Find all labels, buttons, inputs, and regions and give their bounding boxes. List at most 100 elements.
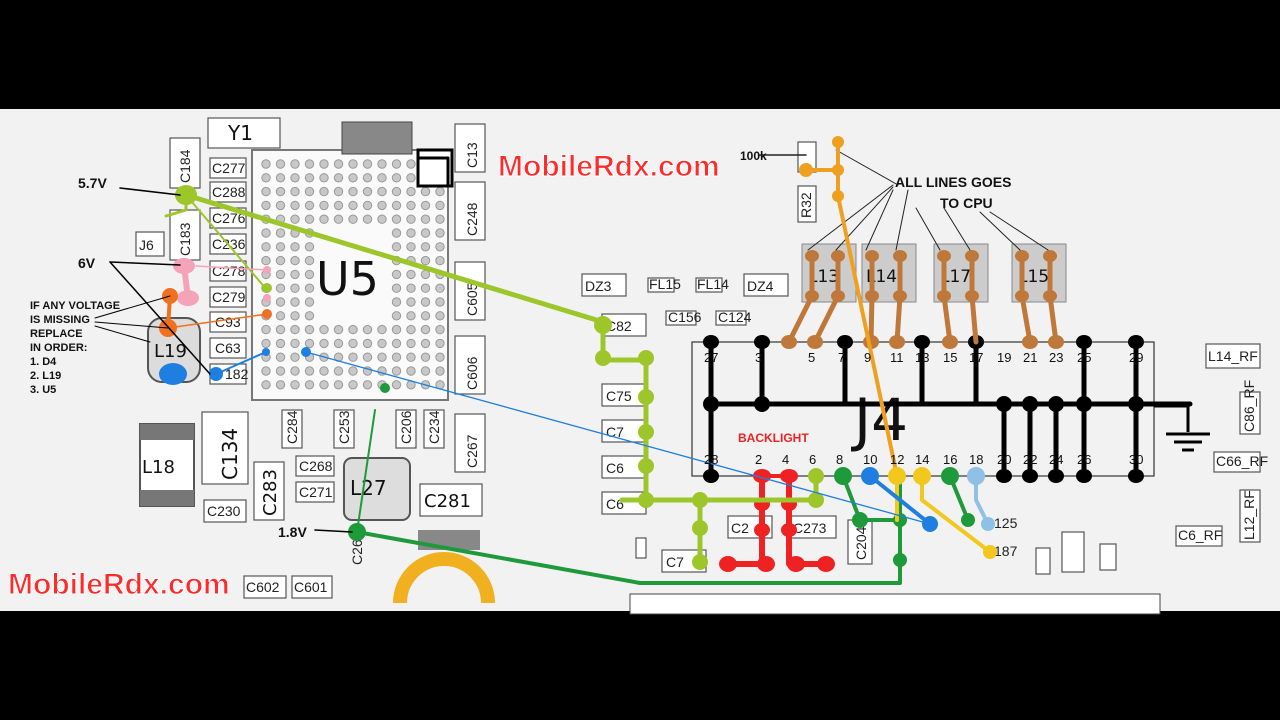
test-point <box>638 389 654 405</box>
bga-ball <box>420 255 431 266</box>
j4-pin-pad <box>941 467 959 485</box>
bga-ball <box>333 380 344 390</box>
u5-label: U5 <box>316 252 379 306</box>
bga-ball <box>304 269 315 280</box>
bga-ball <box>420 186 431 197</box>
bottom-letterbox <box>0 611 1280 720</box>
bga-ball <box>435 283 445 293</box>
bga-ball <box>348 159 358 169</box>
j4-pin-label-4: 4 <box>782 452 789 467</box>
test-point <box>832 136 844 148</box>
cpu-line <box>812 293 841 345</box>
bus-junction <box>754 396 770 412</box>
c283-label: C283 <box>260 469 281 516</box>
test-point <box>595 350 611 366</box>
j4-pin-label-12: 12 <box>890 452 904 467</box>
bga-ball <box>406 173 416 183</box>
bga-ball <box>333 324 344 335</box>
j4-pin-pad <box>1128 335 1144 349</box>
bga-ball <box>290 311 300 321</box>
pointer-line <box>865 189 894 251</box>
bga-ball <box>304 214 315 224</box>
bga-ball <box>435 214 445 224</box>
test-point <box>787 556 805 572</box>
j4-pin-pad <box>1022 335 1038 349</box>
bga-ball <box>362 173 373 183</box>
c267-label: C267 <box>464 434 480 468</box>
j4-pin-label-23: 23 <box>1049 350 1063 365</box>
c75-label: C75 <box>606 388 632 404</box>
l19-label: L19 <box>154 341 187 362</box>
bga-ball <box>290 173 300 183</box>
bga-ball <box>406 311 416 321</box>
bga-ball <box>391 324 402 335</box>
signal-traces <box>94 136 1193 585</box>
j4-pin-label-20: 20 <box>997 452 1011 467</box>
l15-label: L15 <box>1018 267 1049 287</box>
bga-ball <box>377 200 387 211</box>
pointer-line <box>94 321 169 329</box>
cpu-line <box>969 293 979 345</box>
bga-ball <box>406 159 416 169</box>
test-point <box>754 523 770 537</box>
l27-label: L27 <box>350 476 387 500</box>
u5-chip: U5 <box>251 149 449 401</box>
bga-ball <box>290 214 300 224</box>
bga-ball <box>435 228 445 238</box>
bga-ball <box>348 366 358 376</box>
bga-ball <box>435 255 445 266</box>
bus-junction <box>996 396 1012 412</box>
bga-highlight <box>262 283 272 293</box>
bga-ball <box>391 159 402 169</box>
bus-junction <box>1128 396 1144 412</box>
bga-ball <box>290 380 300 390</box>
bga-ball <box>275 324 286 335</box>
bga-ball <box>275 186 286 197</box>
test-point <box>981 517 995 531</box>
j4-pin-pad <box>1048 335 1064 349</box>
test-point-blue <box>159 363 187 385</box>
bga-ball <box>391 338 402 349</box>
bus-junction <box>703 396 719 412</box>
j4-pin-pad <box>1128 469 1144 483</box>
cpu-line <box>868 293 875 345</box>
j4-pin-label-5: 5 <box>808 350 815 365</box>
j4-pin-label-22: 22 <box>1023 452 1037 467</box>
c602-label: C602 <box>246 579 280 595</box>
bga-ball <box>362 352 373 362</box>
test-point <box>692 554 708 570</box>
j4-pin-label-10: 10 <box>863 452 877 467</box>
j4-pin-pad <box>1022 469 1038 483</box>
bga-highlight <box>262 348 270 356</box>
l17-label: L17 <box>940 267 971 287</box>
c278-label: C278 <box>212 263 246 279</box>
blue-thin-trace <box>215 351 267 375</box>
bga-ball <box>333 159 344 169</box>
green-thin-trace <box>356 409 376 533</box>
backlight-trace <box>725 473 773 567</box>
j4-pin-label-3: 3 <box>755 350 762 365</box>
c283-component <box>253 461 285 521</box>
component-block <box>341 121 413 155</box>
trace <box>416 156 450 188</box>
bga-ball <box>348 352 358 362</box>
missing-voltage-note-line3: REPLACE <box>30 328 83 340</box>
j4-pin-label-6: 6 <box>809 452 816 467</box>
bga-ball <box>304 242 315 252</box>
j4-pin-pad <box>914 335 930 349</box>
cpu-line <box>941 293 953 345</box>
j4-pin-pad <box>1076 335 1092 349</box>
pointer-line <box>109 261 181 266</box>
bga-ball <box>290 269 300 280</box>
missing-voltage-note-line1: IF ANY VOLTAGE <box>30 300 120 312</box>
test-point-1-8v <box>348 523 366 541</box>
bga-ball <box>333 366 344 376</box>
test-point <box>808 492 824 508</box>
bga-ball <box>435 186 445 197</box>
ground-symbol <box>1154 404 1210 452</box>
c605-label: C605 <box>464 282 480 316</box>
bga-ball <box>290 242 300 252</box>
bga-ball <box>377 159 387 169</box>
j4-pin-label-14: 14 <box>915 452 929 467</box>
